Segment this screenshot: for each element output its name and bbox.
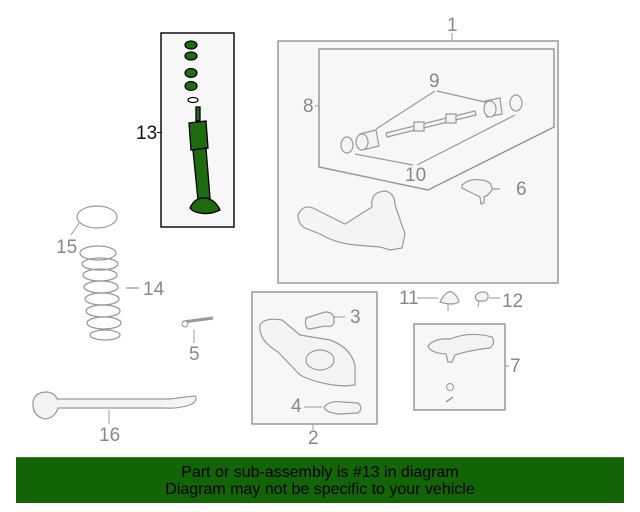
banner-line-2: Diagram may not be specific to your vehi… <box>165 480 475 498</box>
cotter-pin-icon <box>445 396 454 403</box>
part-13-group[interactable] <box>160 32 235 228</box>
part-2-group[interactable] <box>251 291 378 430</box>
callout-15[interactable]: 15 <box>56 237 78 258</box>
part-16-group[interactable] <box>32 391 197 424</box>
callout-12[interactable]: 12 <box>502 291 524 312</box>
callout-11[interactable]: 11 <box>399 288 419 309</box>
callout-5[interactable]: 5 <box>189 344 200 365</box>
lateral-rod-icon <box>32 391 197 420</box>
part-11-group[interactable] <box>417 291 460 311</box>
callout-4[interactable]: 4 <box>291 396 302 417</box>
callout-7[interactable]: 7 <box>510 356 521 377</box>
callout-6[interactable]: 6 <box>516 179 527 200</box>
bumper-12-icon <box>474 291 489 302</box>
nut-7-icon <box>446 383 454 391</box>
ball-joint-7-icon <box>427 333 495 363</box>
info-banner: Part or sub-assembly is #13 in diagram D… <box>16 457 624 503</box>
callout-13[interactable]: 13 <box>136 123 158 144</box>
part-7-group[interactable] <box>413 323 509 411</box>
part-14-group[interactable] <box>79 245 139 341</box>
part-5-group[interactable] <box>181 316 214 343</box>
callout-8[interactable]: 8 <box>303 96 314 117</box>
callout-10[interactable]: 10 <box>405 165 427 186</box>
upper-control-arm-icon <box>297 190 406 251</box>
callout-2[interactable]: 2 <box>308 428 319 449</box>
control-arm-shaft-icon <box>340 94 523 154</box>
bushing-3-icon <box>304 311 335 330</box>
spring-insulator-icon <box>76 205 118 229</box>
part-15-group[interactable] <box>70 205 118 236</box>
part-1-box <box>277 40 559 284</box>
banner-line-1: Part or sub-assembly is #13 in diagram <box>181 463 459 481</box>
part-1-group[interactable] <box>277 33 559 284</box>
callout-9[interactable]: 9 <box>429 71 440 92</box>
lower-arm-mount-icon <box>305 349 335 371</box>
part-12-group[interactable] <box>474 291 500 308</box>
callout-14[interactable]: 14 <box>143 279 165 300</box>
callout-3[interactable]: 3 <box>350 307 361 328</box>
callout-16[interactable]: 16 <box>99 425 121 446</box>
shock-absorber-icon <box>188 106 221 215</box>
bumper-11-icon <box>439 291 460 305</box>
part-8-outline <box>318 48 555 191</box>
callout-13-leader <box>157 132 162 133</box>
shock-bushing-icons <box>184 40 199 104</box>
bolt-5-icon <box>182 316 214 324</box>
ball-joint-4-icon <box>323 400 362 415</box>
callout-1[interactable]: 1 <box>447 15 458 36</box>
coil-spring-icon <box>79 245 122 341</box>
ball-joint-6-icon <box>461 178 493 205</box>
lower-control-arm-icon <box>259 318 356 387</box>
